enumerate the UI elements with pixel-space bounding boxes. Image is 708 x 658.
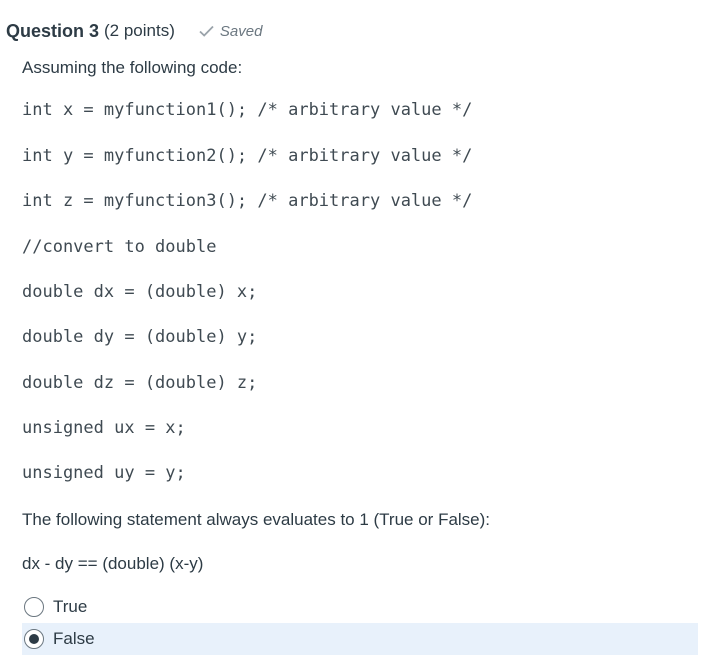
saved-label: Saved [219, 22, 263, 40]
code-line: double dx = (double) x; [22, 282, 258, 302]
radio-selected-dot [29, 634, 39, 644]
radio-button-true[interactable] [24, 597, 44, 617]
code-line: double dy = (double) y; [22, 327, 258, 347]
checkmark-icon [199, 25, 214, 37]
answer-option-false[interactable]: False [22, 623, 698, 655]
code-line: unsigned ux = x; [22, 418, 186, 438]
question-points: (2 points) [104, 21, 175, 40]
radio-button-false[interactable] [24, 629, 44, 649]
answer-option-true[interactable]: True [22, 591, 698, 623]
code-line: //convert to double [22, 237, 217, 257]
question-expression: dx - dy == (double) (x-y) [22, 554, 204, 573]
code-line: unsigned uy = y; [22, 463, 186, 483]
question-title: Question 3 [6, 20, 100, 41]
saved-status: Saved [199, 22, 263, 40]
question-header: Question 3 (2 points) Saved [6, 18, 262, 44]
option-label-false[interactable]: False [53, 629, 95, 648]
code-line: int x = myfunction1(); /* arbitrary valu… [22, 100, 473, 120]
option-label-true[interactable]: True [53, 597, 88, 616]
question-intro: Assuming the following code: [22, 58, 243, 77]
code-line: int z = myfunction3(); /* arbitrary valu… [22, 191, 473, 211]
code-line: int y = myfunction2(); /* arbitrary valu… [22, 146, 473, 166]
question-statement: The following statement always evaluates… [22, 510, 491, 529]
code-line: double dz = (double) z; [22, 373, 258, 393]
